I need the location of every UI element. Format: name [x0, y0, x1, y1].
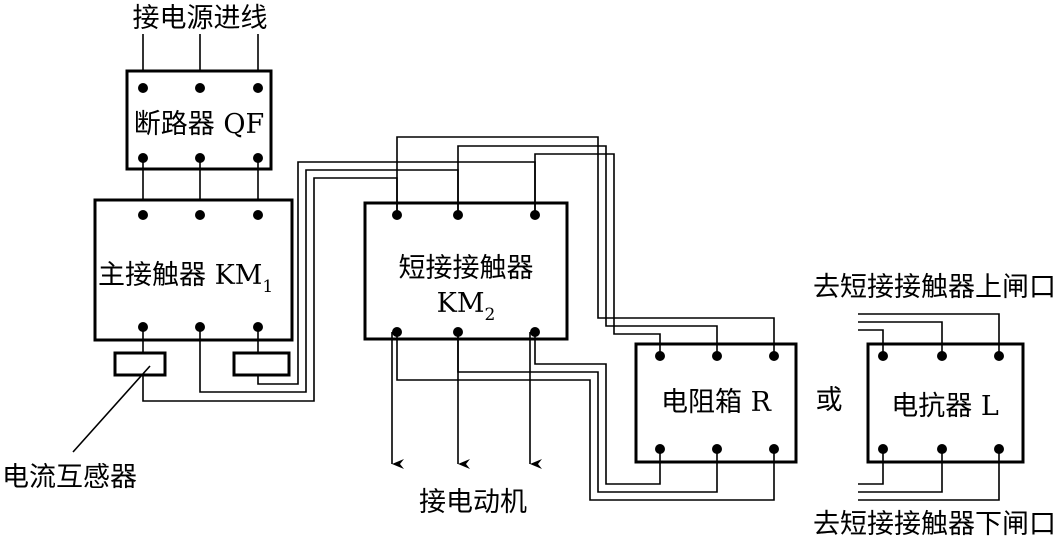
or-label: 或 — [816, 385, 843, 416]
current-transformer-left — [113, 351, 167, 377]
reactor-upper-wires — [858, 313, 1000, 356]
lower-gate-label: 去短接接触器下闸口 — [813, 509, 1056, 540]
short-contactor-label-line2: KM2 — [437, 288, 496, 325]
breaker-to-km1-wires — [142, 158, 259, 200]
breaker-label: 断路器 QF — [134, 109, 264, 140]
ct-leader-line — [72, 365, 151, 453]
short-contactor-box — [363, 201, 569, 341]
power-in-label: 接电源进线 — [133, 3, 268, 34]
reactor-lower-wires — [858, 449, 1000, 501]
reactor-box — [866, 342, 1025, 464]
main-contactor-name: 主接触器 KM — [98, 260, 262, 291]
resistor-box-label: 电阻箱 R — [661, 387, 772, 418]
main-contactor-box — [93, 198, 294, 342]
km2-bottom-to-resistor-wires — [396, 332, 775, 501]
current-transformer-label: 电流互感器 — [2, 462, 137, 493]
terminal-dots — [138, 83, 1004, 454]
km2-top-to-resistor-wires — [396, 136, 775, 356]
main-contactor-label: 主接触器 KM1 — [98, 260, 273, 297]
upper-gate-label: 去短接接触器上闸口 — [813, 272, 1056, 303]
short-contactor-subscript: 2 — [485, 305, 496, 325]
short-contactor-name: KM — [437, 288, 485, 319]
short-contactor-label-line1: 短接接触器 — [399, 253, 534, 284]
motor-output-arrows — [391, 332, 542, 469]
to-motor-label: 接电动机 — [419, 487, 527, 518]
reactor-label: 电抗器 L — [891, 391, 999, 422]
main-contactor-subscript: 1 — [262, 277, 273, 297]
current-transformer-right — [232, 351, 291, 377]
resistor-box — [634, 342, 798, 464]
